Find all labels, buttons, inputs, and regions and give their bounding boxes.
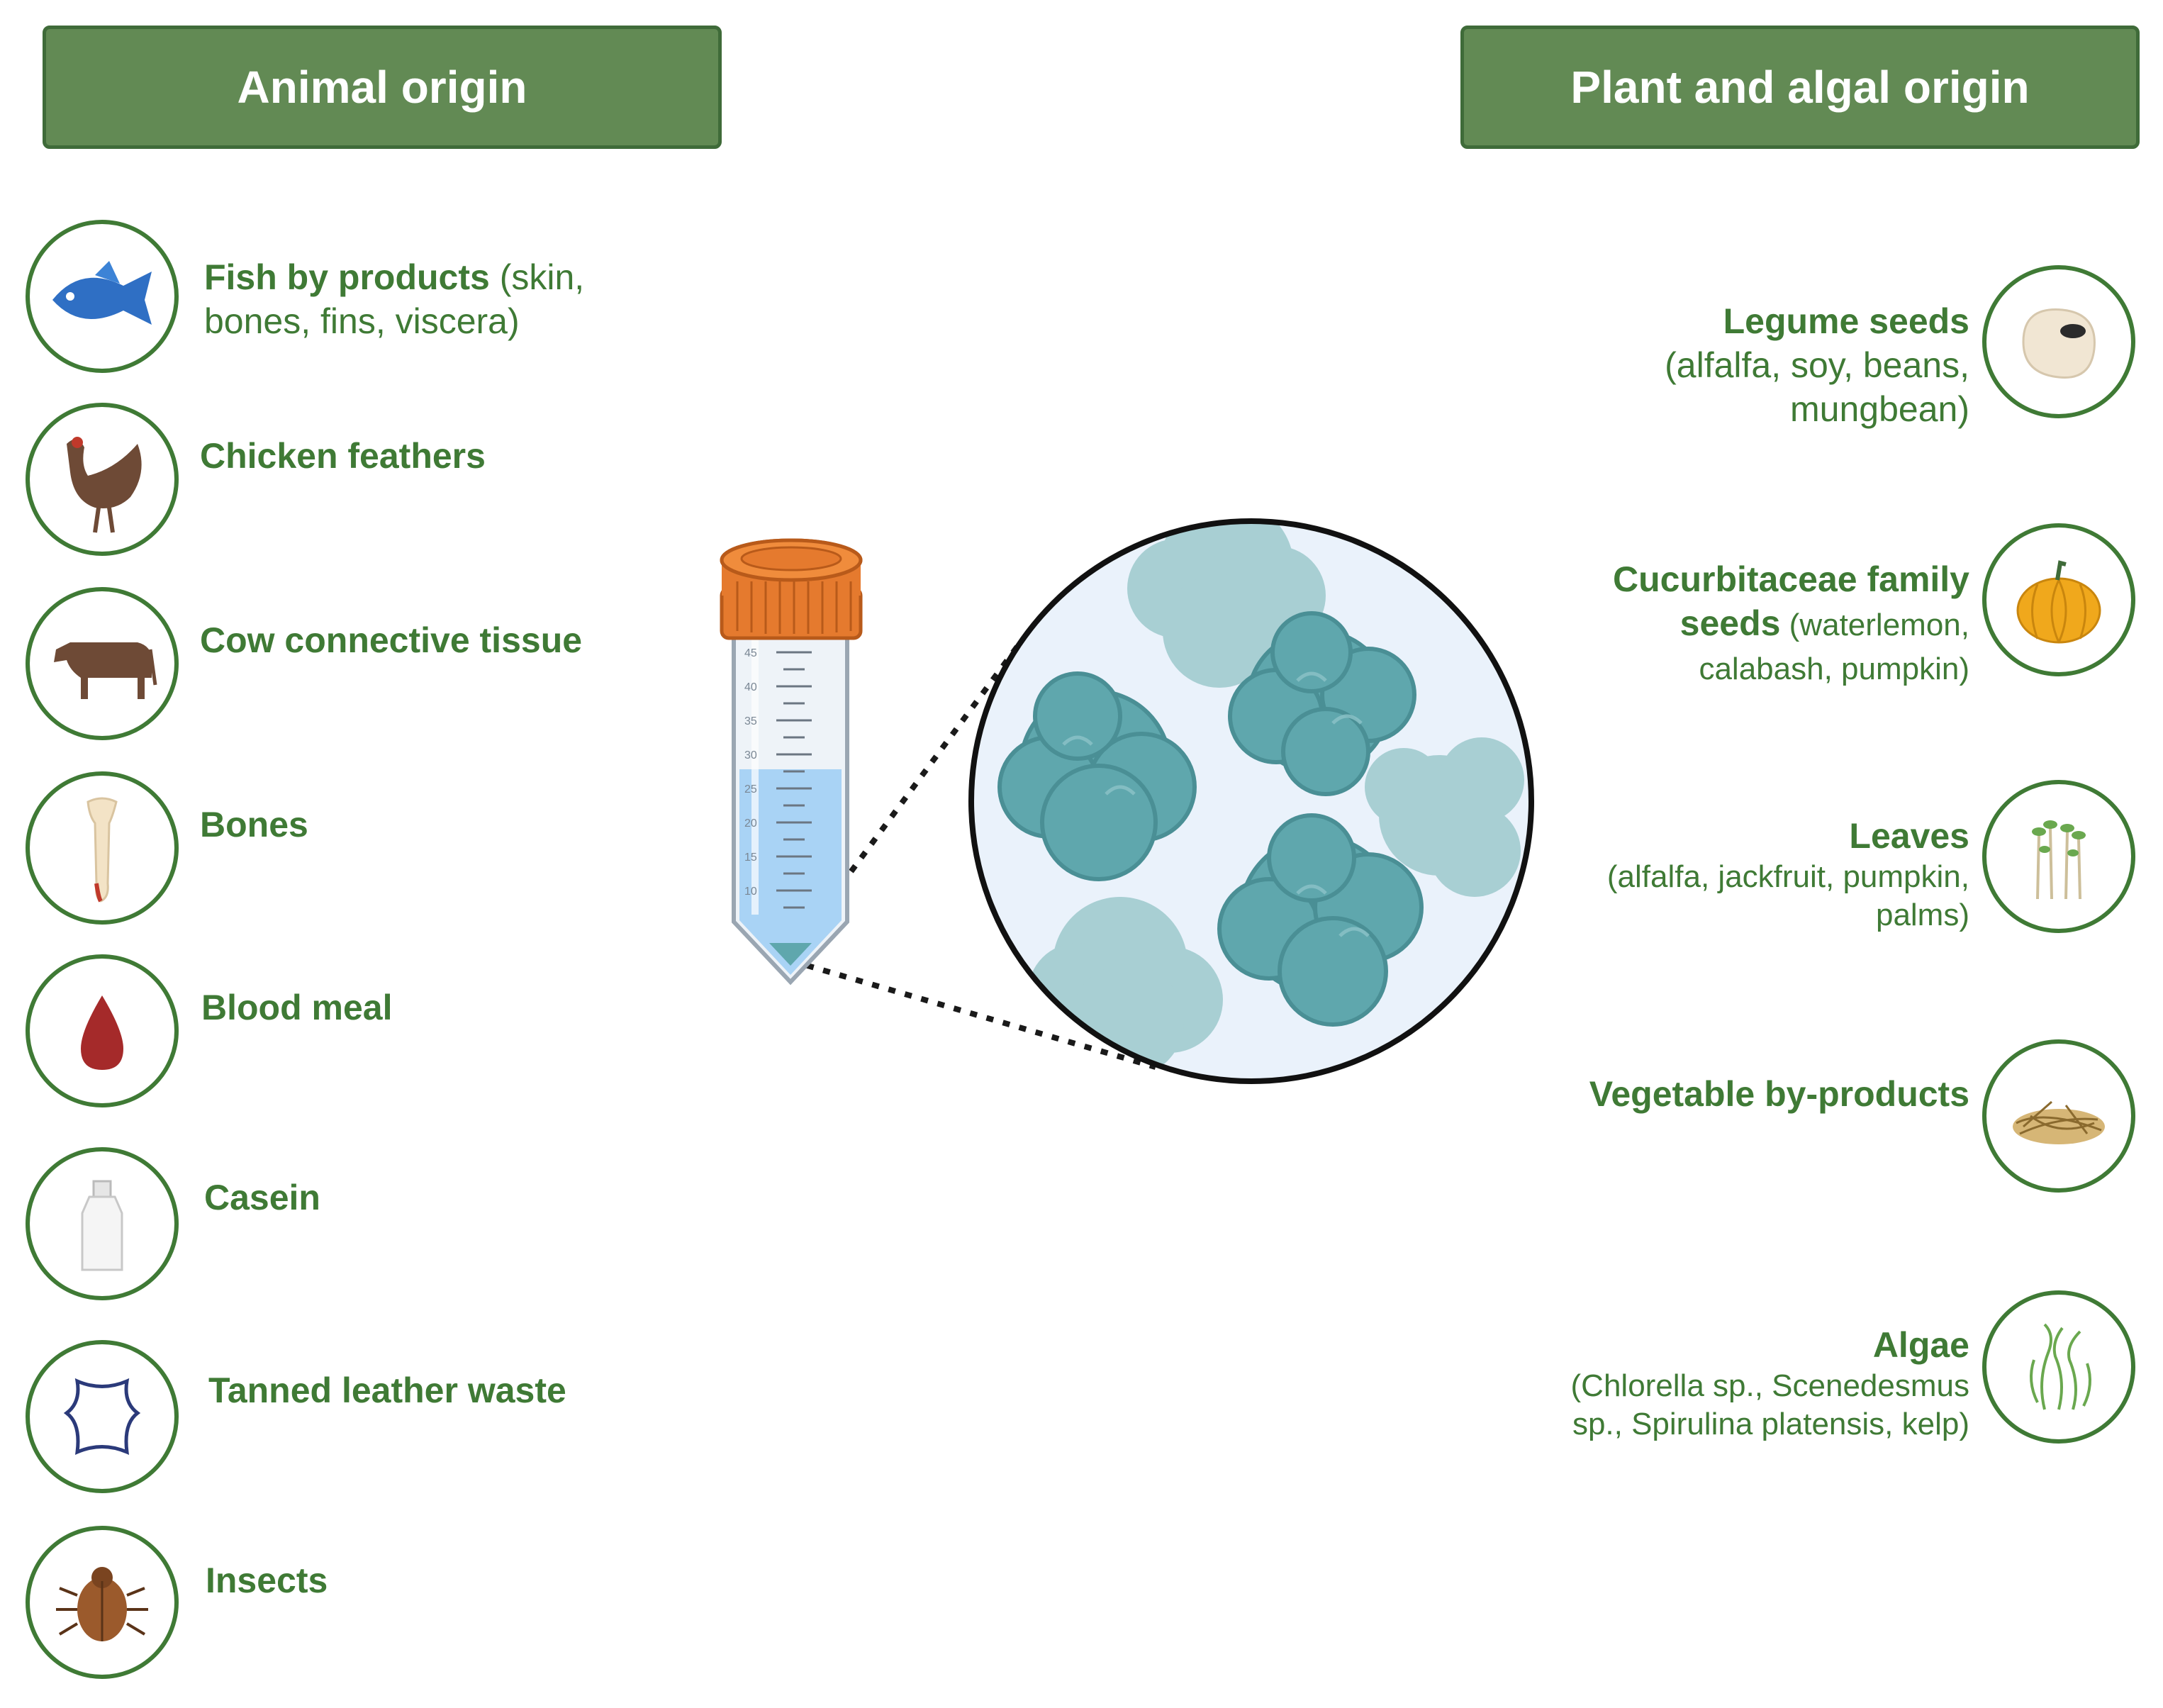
plant-item-cucurbit-title: Cucurbitaceae family seeds [1613,559,1969,643]
animal-item-blood: Blood meal [201,986,392,1029]
straw-icon [1982,1039,2135,1193]
tube-scale-label: 15 [744,852,757,864]
tube-scale-label: 25 [744,783,757,796]
animal-origin-header: Animal origin [43,26,722,149]
animal-item-chicken: Chicken feathers [200,434,486,478]
algae-icon [1982,1290,2135,1444]
animal-item-fish-detail: (skin, bones, fins, viscera) [204,257,585,341]
tube-scale-label: 10 [744,886,757,898]
animal-origin-title: Animal origin [237,62,527,113]
bone-icon [26,771,179,925]
magnified-view [968,518,1534,1084]
tube-cap [720,586,863,640]
plant-item-vegetable: Vegetable by-products [1546,1072,1969,1116]
bean-icon [1982,265,2135,418]
plant-item-cucurbit: Cucurbitaceae family seeds (waterlemon, … [1546,557,1969,689]
aggregate-light [1127,521,1326,688]
animal-item-insects: Insects [206,1558,328,1602]
milk-bottle-icon [26,1147,179,1300]
chicken-icon [26,403,179,556]
animal-item-fish-title: Fish by products [204,257,490,297]
animal-item-fish: Fish by products (skin, bones, fins, vis… [204,255,644,343]
pumpkin-icon [1982,523,2135,676]
zoom-line-bottom [789,958,1157,1070]
animal-item-insects-title: Insects [206,1561,328,1600]
plant-item-legume-title: Legume seeds [1723,301,1969,341]
plant-item-legume-detail: (alfalfa, soy, beans, mungbean) [1665,345,1969,429]
plant-item-algae-title: Algae [1872,1325,1969,1365]
sprouts-icon [1982,780,2135,933]
centrifuge-tube: 45 40 35 30 25 20 15 10 [720,538,863,986]
animal-item-bones-title: Bones [200,805,308,844]
tube-scale-label: 35 [744,715,757,727]
animal-item-chicken-title: Chicken feathers [200,436,486,476]
aggregate-dark [997,671,1197,881]
beetle-icon [26,1526,179,1679]
tube-liquid [739,769,842,975]
blood-drop-icon [26,954,179,1107]
plant-item-leaves-detail: (alfalfa, jackfruit, pumpkin, palms) [1606,859,1969,932]
tube-scale-label: 45 [744,647,757,659]
plant-item-algae-detail: (Chlorella sp., Scenedesmus sp., Spiruli… [1570,1368,1969,1441]
plant-item-vegetable-title: Vegetable by-products [1589,1074,1969,1114]
plant-item-algae: Algae (Chlorella sp., Scenedesmus sp., S… [1546,1323,1969,1444]
fish-icon [26,220,179,373]
leather-hide-icon [26,1340,179,1493]
animal-item-casein-title: Casein [204,1178,320,1217]
tube-scale-label: 40 [744,681,757,693]
animal-item-casein: Casein [204,1176,320,1219]
zoom-line-top [788,640,1024,956]
plant-item-legume: Legume seeds (alfalfa, soy, beans, mungb… [1546,299,1969,431]
animal-item-cow: Cow connective tissue [200,618,582,662]
plant-item-leaves-title: Leaves [1849,816,1969,856]
animal-item-cow-title: Cow connective tissue [200,620,583,660]
plant-item-cucurbit-detail: (waterlemon, calabash, pumpkin) [1699,608,1969,686]
animal-item-leather-title: Tanned leather waste [208,1371,566,1410]
cow-icon [26,587,179,740]
animal-item-bones: Bones [200,803,308,847]
tube-pellet [769,943,812,966]
plant-origin-title: Plant and algal origin [1570,62,2030,113]
plant-origin-header: Plant and algal origin [1460,26,2140,149]
animal-item-blood-title: Blood meal [201,988,393,1027]
tube-scale-label: 20 [744,817,757,830]
tube-scale: 45 40 35 30 25 20 15 10 [744,647,812,909]
plant-item-leaves: Leaves (alfalfa, jackfruit, pumpkin, pal… [1546,814,1969,934]
tube-scale-label: 30 [744,749,757,761]
magnifier-border [968,518,1534,1084]
animal-item-leather: Tanned leather waste [208,1368,566,1412]
